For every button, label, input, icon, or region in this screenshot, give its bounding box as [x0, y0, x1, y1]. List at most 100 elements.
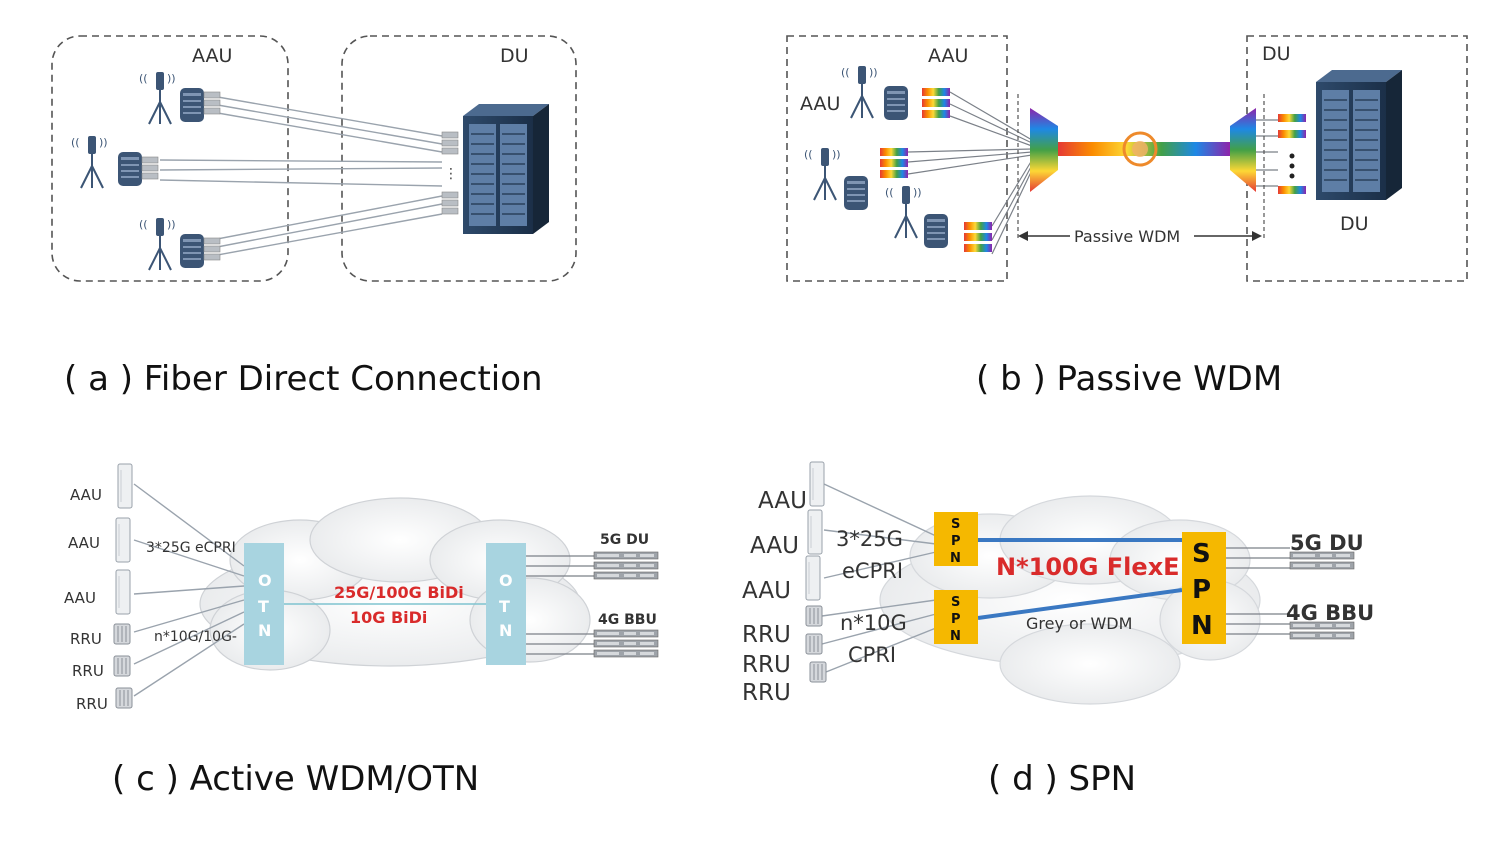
du5g-label: 5G DU — [600, 532, 649, 548]
server-blade-icon — [593, 639, 659, 648]
du-rainbow-ports — [1278, 114, 1306, 194]
spn-node-access-lower — [934, 590, 978, 644]
access-links — [821, 483, 937, 673]
aau-device-icon — [884, 86, 908, 120]
rru-icon — [805, 605, 823, 627]
rru-link-label: n*10G/10G- — [154, 629, 237, 645]
access-links — [133, 483, 245, 697]
du-port-stack-icon — [441, 191, 459, 215]
du-links — [526, 555, 594, 655]
aau-link-label-2: eCPRI — [842, 559, 903, 583]
server-blade-icon — [593, 629, 659, 638]
panel-c-active-wdm-otn: AAU AAU AAU RRU RRU RRU 3*25G eCPRI n*10… — [64, 463, 659, 799]
aau-label: AAU — [64, 589, 96, 607]
server-blade-icon — [1289, 561, 1355, 570]
spn-letter: S — [1192, 539, 1211, 569]
aau-panel-icon — [809, 461, 825, 507]
aau-device-icon — [924, 214, 948, 248]
antenna-icon — [803, 147, 842, 201]
rru-label: RRU — [742, 652, 791, 678]
panel-a-fiber-direct: AAU DU ⋮ ( a ) Fiber Direct Connec — [51, 35, 577, 399]
rru-label: RRU — [70, 630, 102, 648]
passive-wdm-span: Passive WDM — [1018, 227, 1262, 246]
otn-letter: O — [258, 571, 272, 590]
server-blade-icon — [593, 551, 659, 560]
spn-letter: N — [950, 629, 961, 644]
aau-box-label: AAU — [192, 45, 232, 67]
direct-fibers — [159, 95, 443, 257]
wdm-demultiplexer-icon — [1230, 108, 1256, 192]
port-stack-icon — [203, 237, 221, 261]
rainbow-port-stack-icon — [880, 148, 908, 178]
spn-letter: N — [1191, 611, 1213, 641]
du5g-label: 5G DU — [1290, 531, 1364, 555]
aau-side-label: AAU — [800, 93, 840, 115]
flexe-label: N*100G FlexE — [996, 553, 1180, 581]
spn-letter: N — [950, 551, 961, 566]
aau-label: AAU — [68, 534, 100, 552]
spn-letter: S — [951, 595, 960, 610]
rru-label: RRU — [742, 680, 791, 706]
aau-panel-icon — [805, 555, 821, 601]
du-box-label: DU — [500, 45, 529, 67]
panel-d-spn: AAU AAU AAU RRU RRU RRU 3*25G eCPRI n*10… — [742, 461, 1374, 799]
otn-letter: T — [258, 597, 269, 616]
otn-letter: N — [258, 621, 271, 640]
aau-label: AAU — [742, 578, 791, 604]
aau-panel-icon — [117, 463, 133, 509]
aau-panel-icon — [115, 569, 131, 615]
rru-icon — [805, 633, 823, 655]
ellipsis-icon: ⋮ — [444, 166, 458, 182]
rru-icon — [113, 655, 131, 677]
port-stack-icon — [203, 91, 221, 115]
caption-a: ( a ) Fiber Direct Connection — [64, 359, 543, 399]
aau-device-icon — [118, 152, 142, 186]
aau-device-icon — [180, 88, 204, 122]
rru-link-label-1: n*10G — [840, 611, 907, 635]
du-links — [1226, 547, 1290, 635]
du-site-box — [341, 35, 577, 282]
bbu4g-label: 4G BBU — [1286, 601, 1374, 625]
bidi-label-2: 10G BiDi — [350, 608, 427, 627]
antenna-icon — [884, 185, 923, 239]
antenna-icon — [138, 217, 177, 271]
du-label: DU — [1340, 213, 1369, 235]
rru-link-label-2: CPRI — [848, 643, 896, 667]
bidi-label-1: 25G/100G BiDi — [334, 583, 464, 602]
aau-device-icon — [180, 234, 204, 268]
rru-label: RRU — [72, 662, 104, 680]
server-blade-icon — [593, 649, 659, 658]
server-rack-icon — [462, 103, 550, 235]
server-blade-icon — [1289, 631, 1355, 640]
aau-label: AAU — [750, 533, 799, 559]
antenna-icon — [70, 135, 109, 189]
rru-icon — [809, 661, 827, 683]
spn-link-lower — [977, 588, 1183, 620]
wdm-multiplexer-icon — [1030, 108, 1058, 192]
antenna-icon — [138, 71, 177, 125]
rainbow-port-stack-icon — [922, 88, 950, 118]
server-blade-icon — [593, 571, 659, 580]
spn-letter: P — [1192, 575, 1211, 605]
antenna-icon — [840, 65, 879, 119]
passive-wdm-label: Passive WDM — [1074, 227, 1180, 246]
spn-node-access-upper — [934, 512, 978, 566]
grey-or-wdm-label: Grey or WDM — [1026, 614, 1132, 633]
port-stack-icon — [141, 156, 159, 180]
server-blade-icon — [1289, 551, 1355, 560]
spn-node-aggregation — [1182, 532, 1226, 644]
otn-node-right — [486, 543, 526, 665]
caption-d: ( d ) SPN — [988, 759, 1136, 799]
server-rack-icon — [1315, 69, 1403, 201]
rru-label: RRU — [76, 695, 108, 713]
spn-letter: P — [951, 612, 961, 627]
server-blade-icon — [1289, 621, 1355, 630]
aau-panel-icon — [115, 517, 131, 563]
otn-node-left — [244, 543, 284, 665]
bbu4g-label: 4G BBU — [598, 612, 657, 628]
aau-panel-icon — [807, 509, 823, 555]
otn-letter: N — [499, 621, 512, 640]
panel-b-passive-wdm: AAU AAU DU DU — [786, 35, 1468, 399]
aau-link-label: 3*25G eCPRI — [146, 540, 236, 556]
rainbow-port-stack-icon — [964, 222, 992, 252]
